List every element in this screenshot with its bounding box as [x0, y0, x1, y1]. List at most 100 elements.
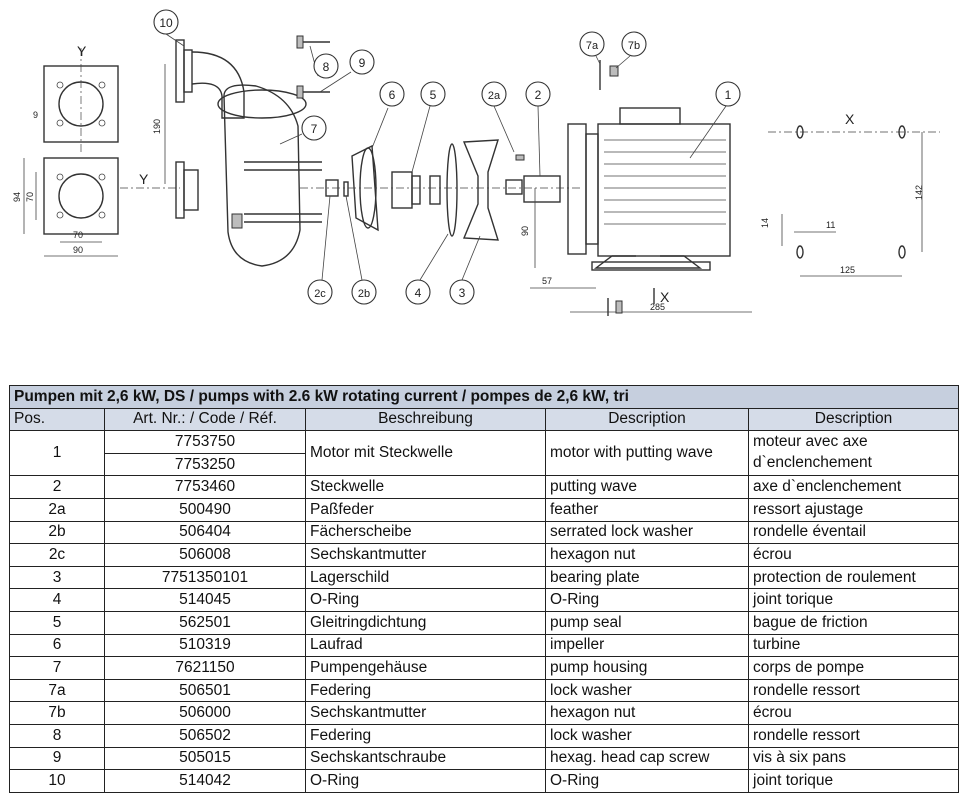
- dim-shaft-90: 90: [520, 226, 530, 236]
- cell-description-en: impeller: [545, 633, 749, 658]
- cell-description-fr: turbine: [747, 633, 960, 658]
- cell-pos: 7b: [9, 701, 105, 725]
- cell-beschreibung: Federing: [305, 723, 546, 748]
- cell-pos: 7: [9, 656, 105, 680]
- foot-hole-pattern: X 142 14 11 125: [760, 111, 940, 277]
- pump-housing: 190: [152, 39, 322, 267]
- cell-code: 506404: [104, 520, 306, 545]
- dim-14: 14: [760, 218, 770, 228]
- cell-pos: 3: [9, 565, 105, 590]
- callout-3: 3: [459, 286, 466, 300]
- cell-beschreibung: Sechskantmutter: [305, 543, 546, 567]
- dim-142: 142: [914, 185, 924, 200]
- cell-pos: 1: [9, 430, 105, 477]
- cell-description-en: motor with putting wave: [545, 430, 749, 477]
- cell-beschreibung: Sechskantmutter: [305, 701, 546, 725]
- dim-125: 125: [840, 265, 855, 275]
- cell-description-en: hexagon nut: [545, 701, 749, 725]
- cell-beschreibung: Motor mit Steckwelle: [305, 430, 546, 477]
- dim-flange-h2: 70: [25, 192, 35, 202]
- exploded-parts: [300, 139, 580, 241]
- cell-code: 7751350101: [104, 565, 306, 590]
- cell-description-en: hexagon nut: [545, 543, 749, 567]
- cell-description-en: O-Ring: [545, 588, 749, 612]
- cell-code: 514045: [104, 588, 306, 612]
- cell-description-en: lock washer: [545, 678, 749, 703]
- cell-code: 7621150: [104, 656, 306, 680]
- callout-9: 9: [359, 56, 366, 70]
- cell-code: 7753250: [104, 452, 306, 477]
- axis-label-x-bottom: X: [660, 289, 670, 305]
- header-description-en: Description: [545, 407, 749, 432]
- cell-pos: 2: [9, 475, 105, 499]
- dim-flange-w2: 90: [73, 245, 83, 255]
- callout-2a: 2a: [488, 90, 501, 102]
- dim-flange-w1: 70: [73, 230, 83, 240]
- callout-2: 2: [535, 88, 542, 102]
- screws: [296, 35, 330, 99]
- callout-7a: 7a: [586, 40, 599, 52]
- parts-table: Pumpen mit 2,6 kW, DS / pumps with 2.6 k…: [8, 385, 960, 793]
- dim-285: 285: [650, 302, 665, 312]
- cell-description-fr: écrou: [747, 543, 960, 567]
- table-row: 1 7753750 Motor mit Steckwelle motor wit…: [9, 430, 960, 477]
- table-caption: Pumpen mit 2,6 kW, DS / pumps with 2.6 k…: [8, 385, 960, 409]
- cell-description-en: feather: [545, 497, 749, 522]
- cell-description-en: pump seal: [545, 610, 749, 635]
- callout-2b: 2b: [358, 288, 370, 300]
- cell-description-fr: écrou: [747, 701, 960, 725]
- cell-beschreibung: Pumpengehäuse: [305, 656, 546, 680]
- cell-description-fr: joint torique: [747, 769, 960, 793]
- cell-code: 506000: [104, 701, 306, 725]
- motor: 57 285 90 X: [520, 60, 752, 316]
- cell-description-fr: ressort ajustage: [747, 497, 960, 522]
- dim-57: 57: [542, 276, 552, 286]
- exploded-view-drawing: Y 9 94 70 70 90 Y 190: [12, 9, 940, 316]
- cell-code: 514042: [104, 769, 306, 793]
- cell-description-en: pump housing: [545, 656, 749, 680]
- cell-description-fr: vis à six pans: [747, 746, 960, 771]
- callout-8: 8: [323, 60, 330, 74]
- cell-pos: 5: [9, 610, 105, 635]
- cell-pos: 2b: [9, 520, 105, 545]
- cell-pos: 10: [9, 769, 105, 793]
- dim-flange-side: 9: [33, 110, 38, 120]
- cell-beschreibung: Gleitringdichtung: [305, 610, 546, 635]
- header-code: Art. Nr.: / Code / Réf.: [104, 407, 306, 432]
- callout-6: 6: [389, 88, 396, 102]
- cell-description-fr: corps de pompe: [747, 656, 960, 680]
- cell-description-fr: moteur avec axe d`enclenchement: [747, 430, 960, 477]
- dim-height-190: 190: [152, 119, 162, 134]
- cell-description-fr: bague de friction: [747, 610, 960, 635]
- cell-description-en: lock washer: [545, 723, 749, 748]
- cell-code: 506502: [104, 723, 306, 748]
- cell-description-fr: joint torique: [747, 588, 960, 612]
- cell-beschreibung: Lagerschild: [305, 565, 546, 590]
- callout-1: 1: [725, 88, 732, 102]
- cell-description-en: serrated lock washer: [545, 520, 749, 545]
- cell-description-fr: rondelle ressort: [747, 723, 960, 748]
- cell-code: 7753460: [104, 475, 306, 499]
- cell-code: 510319: [104, 633, 306, 658]
- cell-code: 505015: [104, 746, 306, 771]
- cell-pos: 6: [9, 633, 105, 658]
- cell-beschreibung: Laufrad: [305, 633, 546, 658]
- cell-pos: 2a: [9, 497, 105, 522]
- callout-10: 10: [159, 16, 173, 30]
- cell-description-fr: axe d`enclenchement: [747, 475, 960, 499]
- cell-description-en: bearing plate: [545, 565, 749, 590]
- axis-label-x-top: X: [845, 111, 855, 127]
- header-pos: Pos.: [9, 407, 105, 432]
- callout-4: 4: [415, 286, 422, 300]
- header-beschreibung: Beschreibung: [305, 407, 546, 432]
